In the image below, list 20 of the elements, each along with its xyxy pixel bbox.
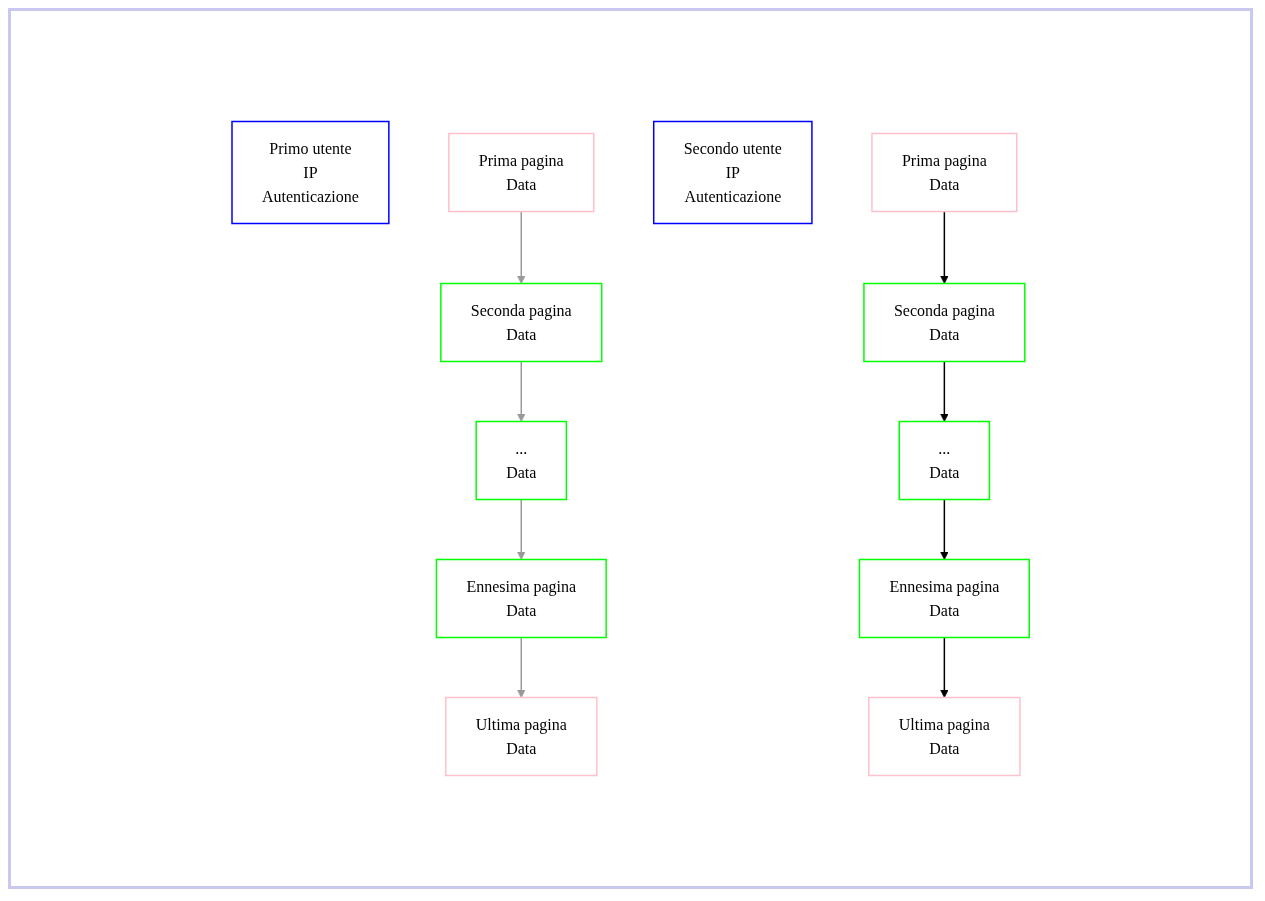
- node-box: ... Data: [475, 420, 567, 501]
- node-box: ... Data: [898, 420, 991, 501]
- node-box: Secondo utente IP Autenticazione: [652, 120, 813, 225]
- arrow: [939, 360, 949, 422]
- node-box: Prima pagina Data: [447, 132, 595, 213]
- arrow: [516, 498, 526, 560]
- arrow: [516, 636, 526, 698]
- arrow: [516, 210, 526, 284]
- node-box: Seconda pagina Data: [863, 282, 1026, 363]
- node-box: Primo utente IP Autenticazione: [231, 120, 390, 225]
- node-box: Ennesima pagina Data: [435, 558, 607, 639]
- node-box: Ennesima pagina Data: [858, 558, 1030, 639]
- arrow: [939, 210, 949, 284]
- arrow: [939, 498, 949, 560]
- node-box: Ultima pagina Data: [444, 696, 598, 777]
- arrow: [939, 636, 949, 698]
- node-box: Seconda pagina Data: [440, 282, 603, 363]
- node-box: Prima pagina Data: [871, 132, 1018, 213]
- node-box: Ultima pagina Data: [867, 696, 1021, 777]
- arrow: [516, 360, 526, 422]
